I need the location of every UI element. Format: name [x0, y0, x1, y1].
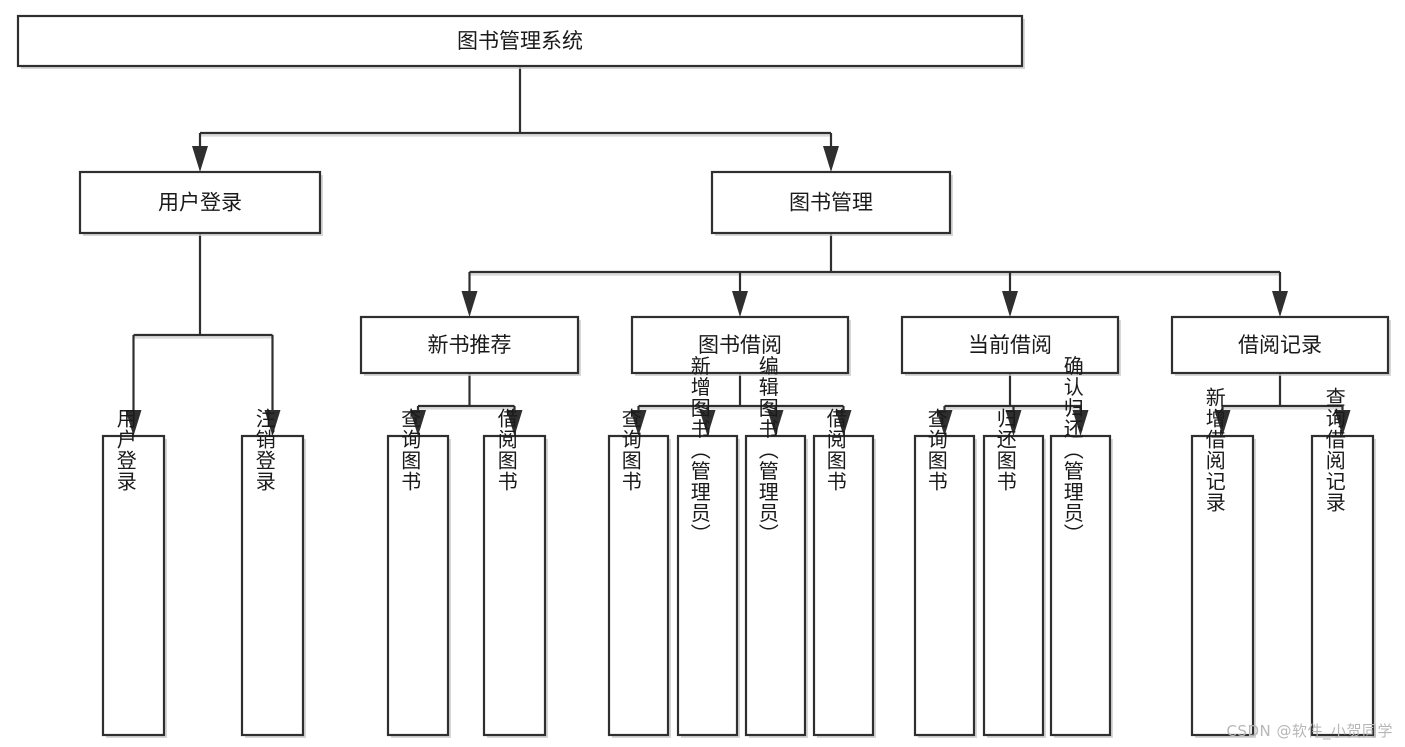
- node-label-book-management: 图书管理: [789, 191, 873, 215]
- node-label-leaf-borrow-query: 查询图书: [618, 408, 642, 492]
- node-box-leaf-current-confirm[interactable]: [1049, 434, 1112, 737]
- node-leaf-current-confirm[interactable]: 确认归还（管理员）: [1049, 355, 1113, 738]
- node-box-leaf-current-return[interactable]: [982, 434, 1045, 737]
- connector-bookmgmt-to-level2: [461, 233, 1288, 317]
- node-label-leaf-user-login: 用户登录: [113, 408, 137, 492]
- node-label-leaf-borrow-edit: 编辑图书（管理员）: [755, 355, 779, 544]
- node-leaf-record-query[interactable]: 查询借阅记录: [1310, 387, 1376, 738]
- node-box-borrow-record[interactable]: [1170, 315, 1390, 375]
- node-leaf-recommend-query[interactable]: 查询图书: [386, 408, 451, 738]
- node-label-root: 图书管理系统: [457, 29, 583, 53]
- node-leaf-user-login[interactable]: 用户登录: [101, 408, 167, 738]
- node-box-current-borrow[interactable]: [900, 315, 1120, 375]
- node-box-leaf-recommend-query[interactable]: [386, 434, 450, 737]
- node-box-leaf-user-login[interactable]: [101, 434, 166, 737]
- connector-root-to-level1: [192, 66, 839, 172]
- node-borrow-record[interactable]: 借阅记录: [1170, 315, 1391, 376]
- watermark-label: CSDN @软件_小贺同学: [1226, 722, 1393, 740]
- node-box-leaf-recommend-borrow[interactable]: [482, 434, 547, 737]
- connector-borrow-to-leaves: [630, 373, 852, 436]
- connector-recommend-to-leaves: [410, 373, 523, 436]
- node-box-leaf-current-query[interactable]: [913, 434, 976, 737]
- node-user-login[interactable]: 用户登录: [78, 170, 323, 236]
- node-box-root[interactable]: [16, 14, 1024, 68]
- node-label-borrow-record: 借阅记录: [1238, 333, 1322, 357]
- node-box-leaf-record-add[interactable]: [1190, 434, 1255, 737]
- node-leaf-current-return[interactable]: 归还图书: [982, 408, 1046, 738]
- node-box-leaf-borrow-query[interactable]: [607, 434, 670, 737]
- node-leaf-recommend-borrow[interactable]: 借阅图书: [482, 408, 548, 738]
- node-label-leaf-borrow-add: 新增图书（管理员）: [687, 355, 711, 544]
- node-box-book-management[interactable]: [710, 170, 952, 235]
- node-leaf-borrow-edit[interactable]: 编辑图书（管理员）: [744, 355, 808, 738]
- node-label-leaf-recommend-query: 查询图书: [398, 408, 422, 492]
- node-leaf-user-logout[interactable]: 注销登录: [240, 408, 306, 738]
- node-leaf-borrow-lend[interactable]: 借阅图书: [812, 408, 876, 738]
- connector-userlogin-to-leaves: [125, 233, 281, 436]
- node-box-leaf-user-logout[interactable]: [240, 434, 305, 737]
- node-box-leaf-borrow-add[interactable]: [676, 434, 739, 737]
- node-new-book-recommend[interactable]: 新书推荐: [359, 315, 581, 376]
- node-label-user-login: 用户登录: [158, 191, 242, 215]
- node-label-new-book-recommend: 新书推荐: [428, 333, 512, 357]
- node-box-leaf-borrow-edit[interactable]: [744, 434, 807, 737]
- node-box-user-login[interactable]: [78, 170, 322, 235]
- node-label-leaf-current-query: 查询图书: [924, 408, 948, 492]
- node-book-management[interactable]: 图书管理: [710, 170, 953, 236]
- node-label-leaf-record-add: 新增借阅记录: [1202, 387, 1226, 513]
- node-leaf-current-query[interactable]: 查询图书: [913, 408, 977, 738]
- node-leaf-borrow-add[interactable]: 新增图书（管理员）: [676, 355, 740, 738]
- node-box-new-book-recommend[interactable]: [359, 315, 580, 375]
- node-label-leaf-record-query: 查询借阅记录: [1322, 387, 1346, 513]
- node-leaf-record-add[interactable]: 新增借阅记录: [1190, 387, 1256, 738]
- node-root[interactable]: 图书管理系统: [16, 14, 1025, 69]
- node-box-leaf-record-query[interactable]: [1310, 434, 1375, 737]
- node-label-leaf-borrow-lend: 借阅图书: [823, 408, 847, 492]
- node-label-current-borrow: 当前借阅: [968, 333, 1052, 357]
- node-label-leaf-recommend-borrow: 借阅图书: [494, 408, 518, 492]
- connector-layer: [125, 66, 1351, 436]
- connector-current-to-leaves: [936, 373, 1089, 436]
- node-label-leaf-current-return: 归还图书: [993, 408, 1017, 492]
- node-label-book-borrow: 图书借阅: [698, 333, 782, 357]
- node-label-leaf-user-logout: 注销登录: [252, 408, 276, 492]
- connector-record-to-leaves: [1214, 373, 1351, 436]
- node-box-book-borrow[interactable]: [630, 315, 850, 375]
- node-current-borrow[interactable]: 当前借阅: [900, 315, 1121, 376]
- node-leaf-borrow-query[interactable]: 查询图书: [607, 408, 671, 738]
- node-book-borrow[interactable]: 图书借阅: [630, 315, 851, 376]
- node-layer: 图书管理系统用户登录用户登录注销登录图书管理新书推荐查询图书借阅图书图书借阅查询…: [16, 14, 1391, 738]
- node-label-leaf-current-confirm: 确认归还（管理员）: [1060, 355, 1084, 544]
- node-box-leaf-borrow-lend[interactable]: [812, 434, 875, 737]
